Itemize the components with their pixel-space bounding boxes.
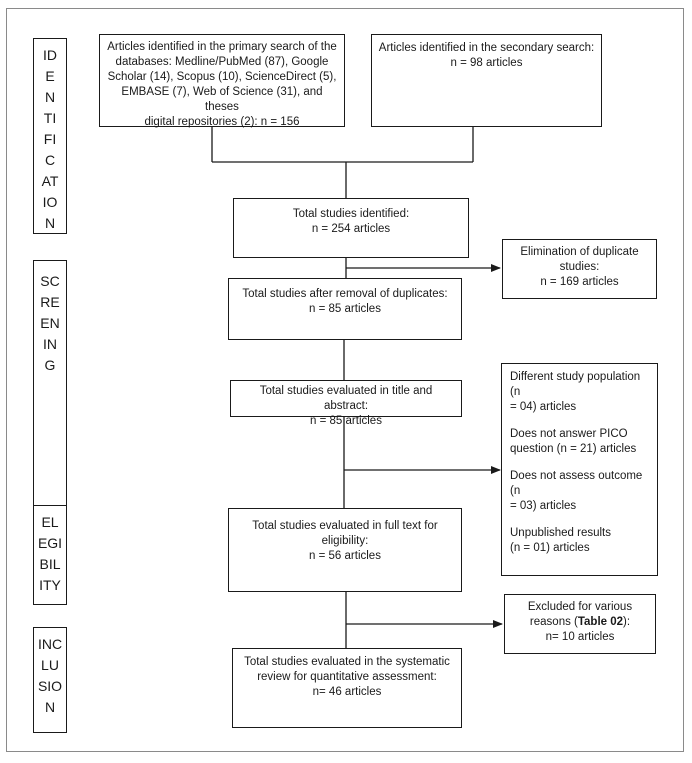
box-text-line-reasons: reasons (Table 02): <box>511 615 649 630</box>
box-text-line: Articles identified in the primary searc… <box>107 41 337 53</box>
box-text-line: Total studies evaluated in title and abs… <box>259 385 433 412</box>
stage-text-line: TI <box>43 110 57 126</box>
exclusion-text-line: = 04) articles <box>510 401 577 413</box>
reasons-prefix: reasons ( <box>529 616 578 628</box>
box-text-line: n= 46 articles <box>312 686 382 698</box>
exclusion-text-line: (n = 01) articles <box>510 542 590 554</box>
box-text-line: n = 56 articles <box>309 550 381 562</box>
box-text-line: databases: Medline/PubMed (87), Google <box>115 56 329 68</box>
stage-text-line: G <box>44 357 56 373</box>
stage-text-line: AT <box>41 173 59 189</box>
box-text-line: Elimination of duplicate <box>520 246 639 258</box>
stage-text-line: N <box>44 699 56 715</box>
stage-text-line: N <box>44 89 56 105</box>
exclusion-text-line: Unpublished results <box>510 527 612 539</box>
table-reference: Table 02 <box>577 616 624 628</box>
stage-identification: ID E N TI FI C AT IO N <box>33 38 67 234</box>
box-text-line: digital repositories (2): n = 156 <box>144 116 300 128</box>
box-text-line: n = 254 articles <box>311 223 391 235</box>
stage-text-line: LU <box>41 657 59 673</box>
box-text-line: n = 85 articles <box>309 303 381 315</box>
box-text-line: Excluded for various <box>527 601 633 613</box>
box-text-line: Scholar (14), Scopus (10), ScienceDirect… <box>107 71 337 83</box>
box-text-line: Articles identified in the secondary sea… <box>378 42 595 54</box>
exclusion-text-line: Different study population (n <box>510 371 641 398</box>
stage-text-line: INC <box>37 636 63 652</box>
stage-text-line: SC <box>40 273 60 289</box>
exclusion-text-line: question (n = 21) articles <box>510 443 637 455</box>
exclusion-item: Does not assess outcome (n = 03) article… <box>510 469 649 514</box>
exclusion-text-line: Does not answer PICO <box>510 428 628 440</box>
exclusion-item: Different study population (n = 04) arti… <box>510 370 649 415</box>
stage-screening: SC RE EN IN G <box>33 260 67 510</box>
box-primary-search: Articles identified in the primary searc… <box>99 34 345 128</box>
stage-text-line: E <box>45 68 55 84</box>
box-text-line: Total studies evaluated in full text for <box>252 520 438 532</box>
box-text-line: n = 169 articles <box>540 276 619 288</box>
stage-text-line: IO <box>42 194 58 210</box>
stage-text-line: C <box>44 152 56 168</box>
box-text-line: EMBASE (7), Web of Science (31), and the… <box>121 86 323 113</box>
exclusion-item: Unpublished results (n = 01) articles <box>510 526 649 556</box>
stage-inclusion: INC LU SIO N <box>33 627 67 733</box>
box-text-line: n = 85 articles <box>310 415 382 427</box>
box-full-text: Total studies evaluated in full text for… <box>228 508 462 592</box>
reasons-suffix: ): <box>623 616 631 628</box>
stage-text-line: EN <box>40 315 60 331</box>
exclusion-text-line: Does not assess outcome (n <box>510 470 643 497</box>
box-excluded-various: Excluded for various reasons (Table 02):… <box>504 594 656 654</box>
box-after-duplicates: Total studies after removal of duplicate… <box>228 278 462 340</box>
stage-text-line: ID <box>43 47 57 63</box>
box-included: Total studies evaluated in the systemati… <box>232 648 462 728</box>
box-text-line: n= 10 articles <box>545 631 615 643</box>
box-exclusion-reasons: Different study population (n = 04) arti… <box>501 363 658 576</box>
stage-text-line: ITY <box>39 577 61 593</box>
box-secondary-search: Articles identified in the secondary sea… <box>371 34 602 127</box>
exclusion-text-line: = 03) articles <box>510 500 577 512</box>
box-text-line: n = 98 articles <box>450 57 523 69</box>
box-title-abstract: Total studies evaluated in title and abs… <box>230 380 462 427</box>
box-text-line: studies: <box>559 261 600 273</box>
box-text-line: Total studies evaluated in the systemati… <box>244 656 450 668</box>
box-text-line: Total studies identified: <box>292 208 410 220</box>
box-text-line: Total studies after removal of duplicate… <box>242 288 448 300</box>
stage-text-line: N <box>44 215 56 231</box>
exclusion-item: Does not answer PICO question (n = 21) a… <box>510 427 649 457</box>
stage-text-line: EGI <box>37 535 63 551</box>
stage-text-line: BIL <box>39 556 61 572</box>
figure-frame <box>6 8 684 752</box>
stage-text-line: IN <box>43 336 57 352</box>
stage-eligibility: EL EGI BIL ITY <box>33 505 67 605</box>
box-duplicates-eliminated: Elimination of duplicate studies: n = 16… <box>502 239 657 299</box>
stage-text-line: RE <box>40 294 60 310</box>
box-text-line: review for quantitative assessment: <box>257 671 437 683</box>
stage-text-line: FI <box>43 131 57 147</box>
stage-text-line: EL <box>41 514 59 530</box>
box-total-identified: Total studies identified: n = 254 articl… <box>233 198 469 258</box>
stage-text-line: SIO <box>37 678 63 694</box>
box-text-line: eligibility: <box>321 535 369 547</box>
